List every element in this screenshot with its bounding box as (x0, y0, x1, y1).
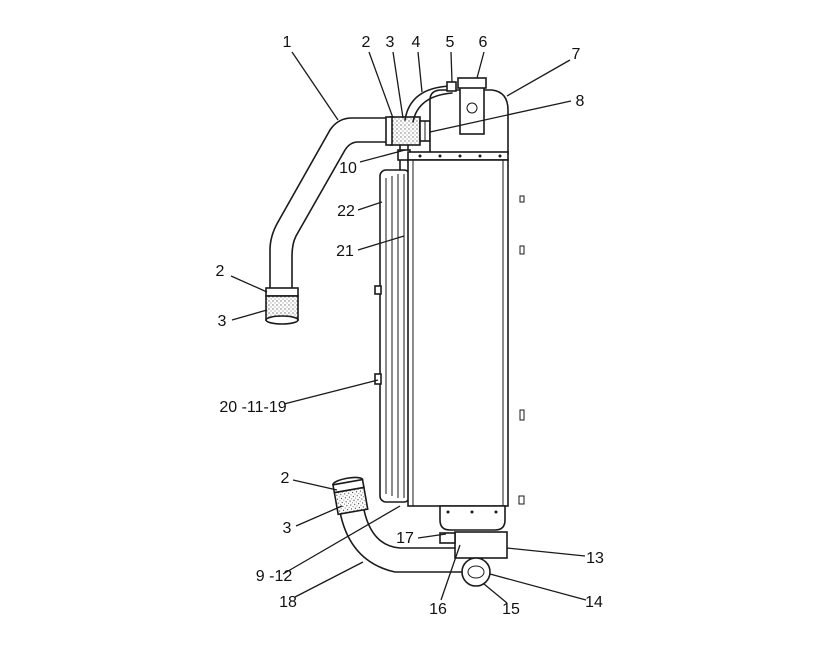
callout-label: 2 (362, 34, 371, 51)
leader-line (295, 505, 343, 527)
leader-line (417, 51, 423, 93)
leader-line (359, 149, 406, 163)
leader-line (291, 51, 339, 121)
callout-label: 3 (218, 313, 227, 330)
upper-hose-clamp-end (265, 287, 299, 325)
drain-plug (461, 557, 491, 587)
callout-label: 10 (339, 160, 357, 177)
outlet-fitting (439, 531, 508, 563)
radiator-core (407, 151, 525, 507)
leader-line (506, 547, 586, 557)
callout-label: 17 (396, 530, 414, 547)
lower-hose (339, 509, 463, 573)
leader-line (282, 505, 401, 575)
callout-label: 20 -11-19 (219, 399, 286, 416)
callout-label: 3 (386, 34, 395, 51)
leader-line (368, 51, 394, 119)
callout-label: 21 (336, 243, 354, 260)
leader-line (489, 573, 587, 601)
leader-line (294, 561, 364, 598)
callout-label: 8 (576, 93, 585, 110)
callout-label: 4 (412, 34, 421, 51)
callout-label: 6 (479, 34, 488, 51)
callout-label: 2 (281, 470, 290, 487)
callout-label: 18 (279, 594, 297, 611)
leader-line (483, 583, 508, 604)
filler-neck (457, 77, 487, 135)
callout-label: 13 (586, 550, 604, 567)
leader-line (429, 100, 572, 133)
callout-label: 3 (283, 520, 292, 537)
callout-label: 5 (446, 34, 455, 51)
lower-hose-clamp (332, 476, 369, 516)
callout-label: 16 (429, 601, 447, 618)
bottom-tank (439, 505, 506, 531)
leader-line (357, 235, 405, 251)
leader-line (357, 201, 383, 211)
leader-line (417, 533, 447, 539)
upper-hose-clamp-top (385, 116, 431, 146)
callout-label: 1 (283, 34, 292, 51)
callout-label: 2 (216, 263, 225, 280)
callout-label: 15 (502, 601, 520, 618)
callout-label: 9 -12 (256, 568, 293, 585)
side-frame (374, 144, 411, 503)
overflow-pipe (404, 81, 457, 123)
leader-line (231, 309, 268, 321)
callout-label: 22 (337, 203, 355, 220)
callout-label: 7 (572, 46, 581, 63)
leader-line (392, 51, 404, 119)
leader-line (283, 379, 379, 405)
leader-line (450, 51, 453, 83)
leader-line (476, 51, 485, 79)
leader-lines (230, 51, 587, 604)
leader-line (230, 275, 268, 293)
upper-hose (269, 117, 391, 291)
leader-line (292, 479, 338, 491)
callout-label: 14 (585, 594, 603, 611)
leader-line (506, 59, 571, 97)
leader-line (440, 544, 461, 601)
callout-labels: 1 2 3 4 5 6 7 8 10 22 21 2 3 20 -11-19 2… (216, 34, 604, 618)
